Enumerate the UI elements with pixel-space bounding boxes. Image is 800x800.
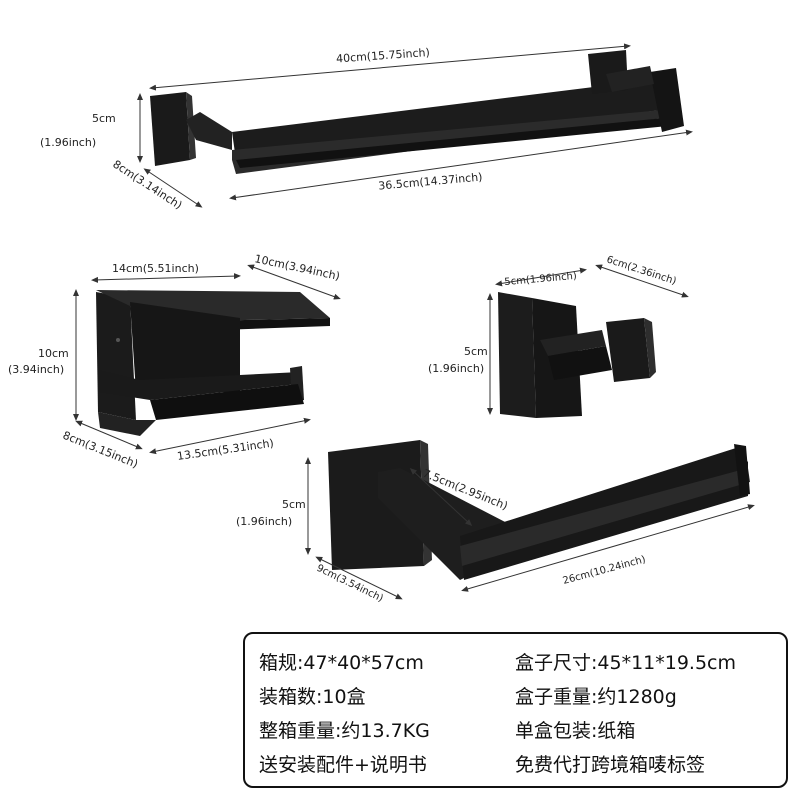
packing-specs-box: 箱规:47*40*57cm 盒子尺寸:45*11*19.5cm 装箱数:10盒 …: [243, 632, 788, 788]
dim-bar-height: 5cm: [92, 112, 116, 125]
towel-ring: [328, 440, 750, 580]
dim-bar-depth: 8cm(3.14inch): [110, 158, 184, 212]
dim-holder-shelf-depth: 10cm(3.94inch): [253, 252, 341, 283]
dim-hook-height: 5cm: [464, 345, 488, 358]
spec-box-weight: 盒子重量:约1280g: [515, 686, 677, 708]
dim-bar-height-inch: (1.96inch): [40, 136, 96, 149]
spec-single-pack: 单盒包装:纸箱: [515, 720, 636, 742]
spec-box-size: 盒子尺寸:45*11*19.5cm: [515, 652, 737, 674]
dim-hook-height-inch: (1.96inch): [428, 362, 484, 375]
dim-holder-width: 14cm(5.51inch): [112, 262, 199, 275]
spec-row-4: 送安装配件+说明书 免费代打跨境箱唛标签: [245, 748, 786, 782]
dim-bar-length: 36.5cm(14.37inch): [378, 171, 483, 193]
spec-row-2: 装箱数:10盒 盒子重量:约1280g: [245, 680, 786, 714]
spec-carton-weight: 整箱重量:约13.7KG: [259, 720, 430, 742]
spec-carton-size: 箱规:47*40*57cm: [259, 652, 424, 674]
dim-hook-depth: 6cm(2.36inch): [605, 254, 678, 287]
dim-ring-height-inch: (1.96inch): [236, 515, 292, 528]
spec-row-3: 整箱重量:约13.7KG 单盒包装:纸箱: [245, 714, 786, 748]
dim-holder-arm-length: 13.5cm(5.31inch): [176, 437, 274, 463]
dim-ring-height: 5cm: [282, 498, 306, 511]
spec-row-1: 箱规:47*40*57cm 盒子尺寸:45*11*19.5cm: [245, 646, 786, 680]
spec-accessories: 送安装配件+说明书: [259, 754, 427, 776]
dim-holder-depth: 8cm(3.15inch): [61, 429, 140, 471]
towel-bar: [150, 50, 684, 174]
dim-hook-width: 5cm(1.96inch): [504, 271, 577, 288]
dim-holder-height-inch: (3.94inch): [8, 363, 64, 376]
paper-holder: [96, 290, 330, 436]
dim-overall-length: 40cm(15.75inch): [336, 46, 431, 66]
spec-qty-per-carton: 装箱数:10盒: [259, 686, 366, 708]
spec-labeling: 免费代打跨境箱唛标签: [515, 754, 706, 776]
robe-hook: [498, 292, 656, 418]
dim-ring-bar-length: 26cm(10.24inch): [562, 554, 647, 587]
dim-holder-height: 10cm: [38, 347, 69, 360]
